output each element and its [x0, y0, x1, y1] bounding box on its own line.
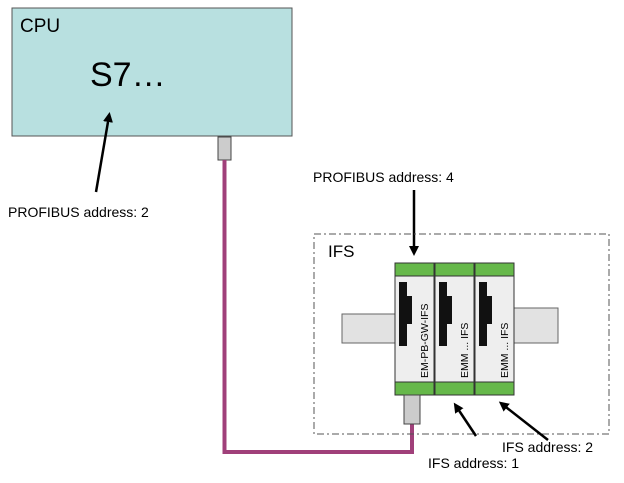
- module-emm-1-label: EMM ... IFS: [459, 323, 471, 378]
- profibus-cable: [222, 160, 414, 454]
- ifs-address-2-label: IFS address: 2: [502, 439, 593, 455]
- module-emm-1: EMM ... IFS: [434, 262, 475, 396]
- cpu-profibus-connector: [217, 136, 232, 161]
- cpu-profibus-address-label: PROFIBUS address: 2: [8, 204, 149, 220]
- cpu-block: CPU S7…: [11, 7, 293, 137]
- module-emm-2-bottom-cap: [474, 381, 515, 396]
- module-emm-1-connector: [439, 282, 452, 346]
- din-rail-left: [341, 313, 399, 344]
- ifs-group-boundary: [313, 233, 610, 435]
- ifs-group-label: IFS: [328, 242, 354, 261]
- module-gateway-bottom-cap: [394, 381, 435, 396]
- module-emm-1-bottom-cap: [434, 381, 475, 396]
- module-emm-2-top-cap: [474, 262, 515, 277]
- cpu-label: CPU: [20, 16, 60, 37]
- gateway-profibus-address-label: PROFIBUS address: 4: [313, 169, 454, 185]
- module-emm-2: EMM ... IFS: [474, 262, 515, 396]
- ifs-address-1-arrow: [453, 402, 478, 437]
- module-gateway-top-cap: [394, 262, 435, 277]
- din-rail-right: [511, 307, 559, 344]
- din-rail: [341, 307, 559, 344]
- module-gateway-connector: [399, 282, 412, 346]
- cpu-model: S7…: [90, 56, 166, 94]
- cpu-profibus-arrow: [94, 112, 113, 193]
- module-emm-1-top-cap: [434, 262, 475, 277]
- cpu-box: [11, 7, 293, 137]
- module-gateway-label: EM-PB-GW-IFS: [419, 304, 431, 378]
- module-emm-2-label: EMM ... IFS: [499, 323, 511, 378]
- ifs-address-2-arrow: [498, 401, 549, 441]
- module-gateway: EM-PB-GW-IFS: [394, 262, 435, 396]
- gateway-bus-connector: [403, 394, 421, 425]
- module-emm-2-connector: [479, 282, 492, 346]
- ifs-address-1-label: IFS address: 1: [428, 455, 519, 471]
